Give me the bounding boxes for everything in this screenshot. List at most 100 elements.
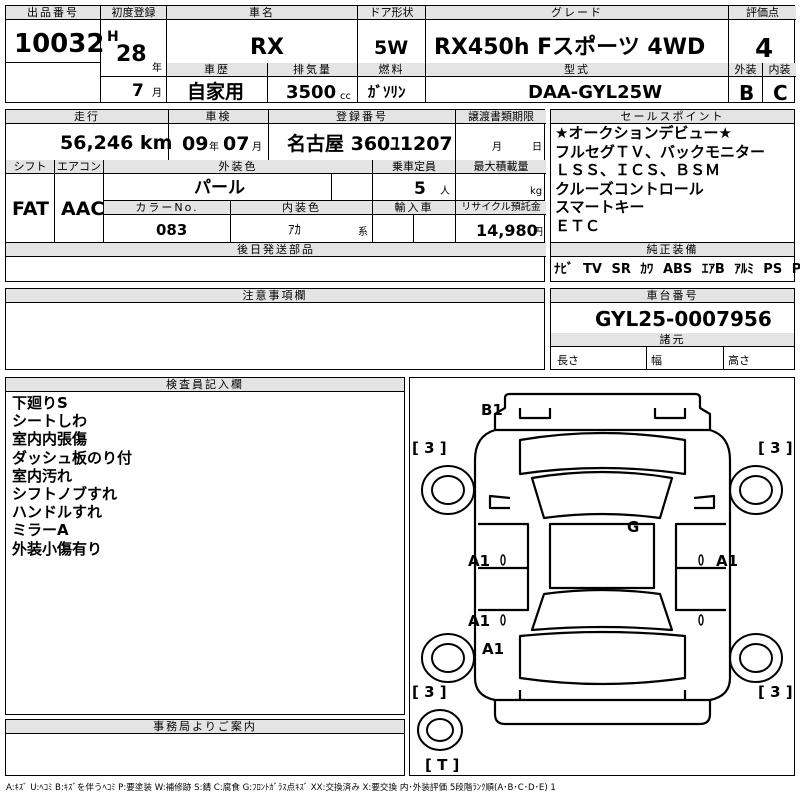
- rear-window: [530, 588, 674, 632]
- office-label: 事務局よりご案内: [6, 720, 404, 734]
- history-label: 車歴: [167, 63, 267, 77]
- handle-right-rear: [698, 614, 704, 626]
- sales-point-item: クルーズコントロール: [555, 179, 704, 198]
- recycle-fee: 14,980: [476, 221, 538, 240]
- equipment-list: ﾅﾋﾞ TV SR ｶﾜ ABS ｴｱB ｱﾙﾐ PS PW: [554, 263, 800, 276]
- lot-number: 10032: [14, 29, 105, 59]
- caution-notes: 注意事項欄: [5, 288, 545, 370]
- transfer-month-unit: 月: [492, 142, 502, 153]
- model: DAA-GYL25W: [528, 82, 663, 103]
- tailgate: [518, 630, 687, 686]
- handle-right-front: [698, 554, 704, 566]
- equipment-item: SR: [611, 262, 631, 277]
- era: H: [107, 29, 119, 45]
- hood: [518, 431, 687, 476]
- bumper-notch-right: [653, 408, 687, 420]
- color-number-label: カラーNo.: [104, 201, 230, 215]
- wheel-rear-right: [729, 633, 783, 683]
- equipment-item: PW: [791, 262, 800, 277]
- shift: FAT: [12, 198, 49, 220]
- wheel-front-left-hub: [431, 475, 465, 505]
- mark-a1-right: A1: [716, 552, 739, 570]
- capacity-unit: 人: [440, 186, 450, 197]
- car-name-label: 車名: [167, 6, 357, 20]
- exterior-score: B: [739, 81, 755, 105]
- mark-a1-left-wheel: A1: [482, 640, 505, 658]
- inspection-label: 車検: [169, 110, 268, 124]
- inspector-note: ハンドルすれ: [12, 503, 103, 522]
- tire-mark-rear-right: [ 3 ]: [758, 683, 793, 701]
- handle-left-rear: [500, 614, 506, 626]
- equipment-item: ﾅﾋﾞ: [554, 262, 574, 277]
- capacity-label: 乗車定員: [373, 160, 455, 174]
- shift-label: シフト: [6, 160, 54, 174]
- equipment-item: ｴｱB: [701, 262, 725, 277]
- displacement-unit: cc: [340, 91, 351, 102]
- spare-tire-mark: [ T ]: [425, 756, 460, 774]
- mark-b1: B1: [481, 401, 503, 419]
- door-type: 5W: [374, 37, 409, 59]
- tire-mark-front-right: [ 3 ]: [758, 439, 793, 457]
- tire-mark-rear-left: [ 3 ]: [412, 683, 447, 701]
- equipment-item: TV: [583, 262, 602, 277]
- damage-diagram: B1 G A1 A1 A1 A1 [ 3 ] [ 3 ] [ 3 ] [ 3 ]…: [409, 377, 795, 776]
- car-name: RX: [250, 35, 284, 60]
- inspector-label: 検査員記入欄: [6, 378, 404, 392]
- sales-points-label: セールスポイント: [551, 110, 794, 124]
- interior-color: ｱｶ: [288, 223, 301, 238]
- bumper-notch-left: [518, 408, 552, 420]
- inspection-year: 09: [182, 133, 209, 155]
- exterior-color: パール: [194, 178, 245, 198]
- lot-number-label: 出品番号: [6, 6, 100, 20]
- interior-score: C: [773, 81, 788, 105]
- inspection-month-unit: 月: [252, 142, 262, 153]
- aircon-label: エアコン: [55, 160, 103, 174]
- width-label: 幅: [651, 354, 662, 367]
- sales-point-item: ＬＳＳ、ＩＣＳ、ＢＳＭ: [555, 161, 721, 180]
- interior-color-label: 内装色: [231, 201, 372, 215]
- inspector-note: ミラーA: [12, 521, 69, 540]
- max-load-unit: kg: [530, 186, 543, 197]
- inspection-month: 07: [223, 133, 250, 155]
- equipment-item: PS: [763, 262, 783, 277]
- inspector-note: シフトノブすれ: [12, 485, 118, 504]
- spare-tire: [417, 709, 463, 751]
- recycle-fee-unit: 円: [533, 227, 543, 238]
- later-parts-label: 後日発送部品: [6, 243, 546, 257]
- sales-point-item: ★オークションデビュー★: [555, 124, 732, 142]
- import-label: 輸入車: [373, 201, 455, 215]
- sales-points-list: ★オークションデビュー★ フルセグＴＶ、バックモニター ＬＳＳ、ＩＣＳ、ＢＳＭ …: [555, 124, 765, 236]
- height-label: 高さ: [728, 354, 750, 367]
- registration-month: 7: [132, 81, 144, 101]
- plate-number: 名古屋 360ﾕ1207: [287, 133, 453, 155]
- genuine-equipment-label: 純正装備: [551, 243, 794, 257]
- wheel-rear-right-hub: [739, 643, 773, 673]
- wheel-front-right-hub: [739, 475, 773, 505]
- office-notes: 事務局よりご案内: [5, 719, 405, 776]
- inspector-note: シートしわ: [12, 412, 88, 431]
- wheel-rear-left-hub: [431, 643, 465, 673]
- door-type-label: ドア形状: [358, 6, 425, 20]
- registration-year: 28: [116, 42, 147, 67]
- windshield: [530, 470, 674, 520]
- exterior-label: 外装: [729, 63, 762, 77]
- month-unit: 月: [152, 88, 162, 99]
- interior-label: 内装: [763, 63, 796, 77]
- displacement-label: 排気量: [268, 63, 357, 77]
- equipment-item: ｱﾙﾐ: [734, 262, 754, 277]
- mark-g: G: [627, 518, 640, 536]
- grade-label: グレード: [426, 6, 728, 20]
- sales-point-item: フルセグＴＶ、バックモニター: [555, 142, 766, 161]
- wheel-rear-left: [421, 633, 475, 683]
- max-load-label: 最大積載量: [456, 160, 546, 174]
- inspection-year-unit: 年: [209, 142, 219, 153]
- inspector-note: 外装小傷有り: [12, 539, 103, 558]
- color-number: 083: [156, 221, 188, 239]
- inspector-note: 室内汚れ: [12, 466, 73, 485]
- grade: RX450h Fスポーツ 4WD: [434, 35, 706, 60]
- score: 4: [755, 34, 774, 64]
- wheel-front-left: [421, 465, 475, 515]
- sales-points: セールスポイント ★オークションデビュー★ フルセグＴＶ、バックモニター ＬＳＳ…: [550, 109, 800, 282]
- inspector-note: ダッシュ板のり付: [12, 448, 133, 467]
- fuel-label: 燃料: [358, 63, 425, 77]
